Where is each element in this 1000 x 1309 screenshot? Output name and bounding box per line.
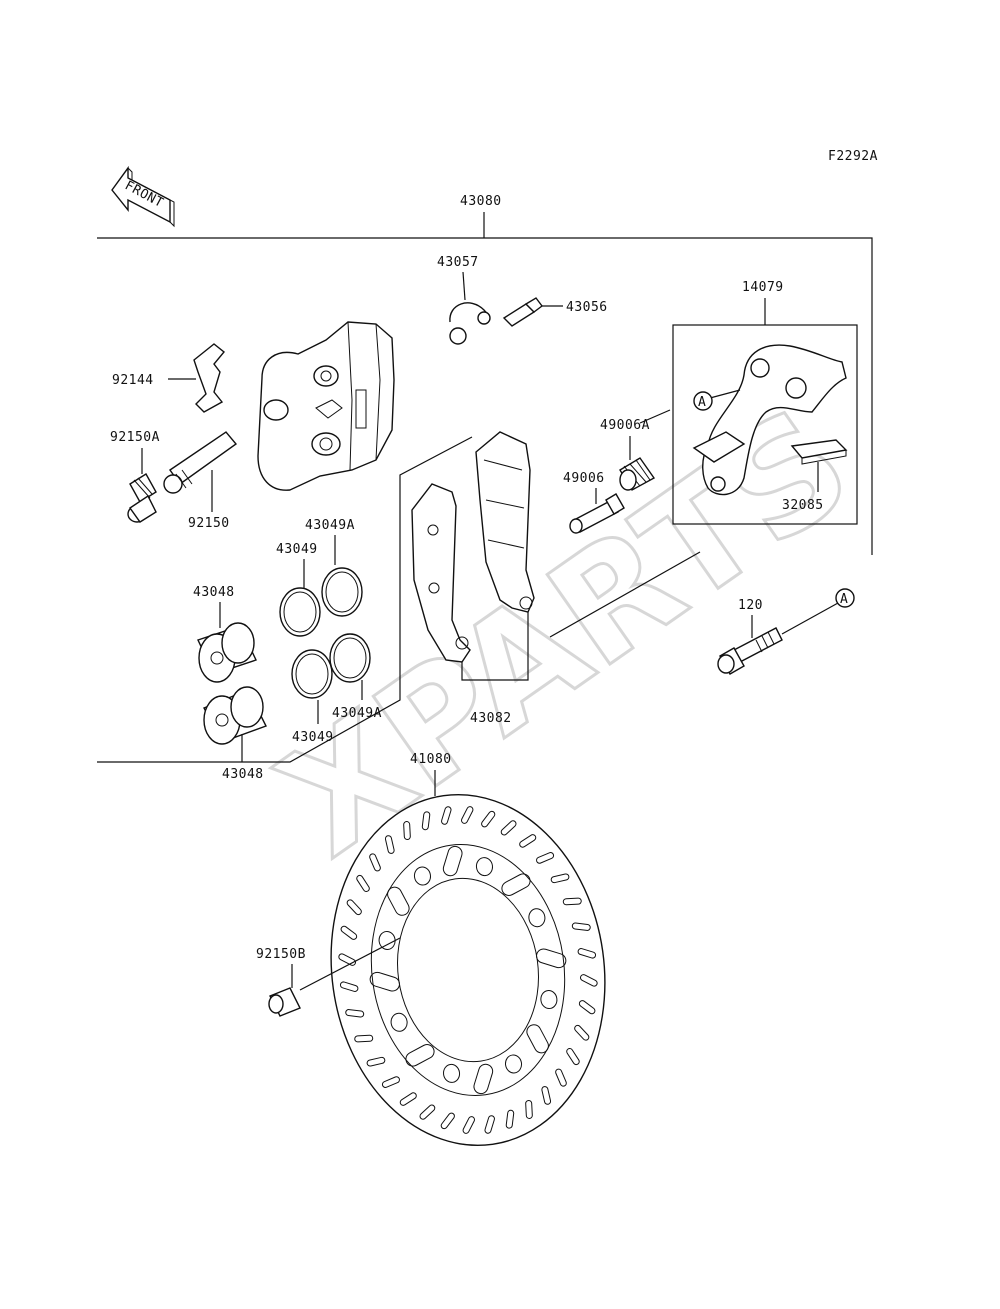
disc-slot bbox=[574, 1024, 590, 1041]
disc-slot bbox=[345, 1009, 365, 1018]
disc-bolt-hole bbox=[413, 866, 431, 886]
disc-slot bbox=[526, 1024, 549, 1054]
label-41080: 41080 bbox=[410, 752, 452, 767]
label-92150A: 92150A bbox=[110, 430, 160, 445]
disc-slot bbox=[460, 806, 474, 824]
part-92150-pin: 92150 bbox=[163, 431, 238, 531]
label-92150: 92150 bbox=[188, 516, 230, 531]
disc-slot bbox=[441, 806, 452, 825]
part-43049-seals: 43049A 43049 43049A 43049 bbox=[276, 518, 382, 745]
part-49006-pin: 49006 bbox=[563, 471, 625, 534]
part-43057-clip: 43057 bbox=[437, 255, 491, 345]
disc-bolt-hole bbox=[443, 1063, 461, 1083]
label-49006: 49006 bbox=[563, 471, 605, 486]
disc-slot bbox=[369, 853, 381, 872]
disc-slot bbox=[571, 922, 591, 931]
disc-slot bbox=[384, 835, 395, 854]
front-arrow-icon: FRONT bbox=[111, 165, 175, 228]
label-14079: 14079 bbox=[742, 280, 784, 295]
label-92144: 92144 bbox=[112, 373, 154, 388]
label-43048-top: 43048 bbox=[193, 585, 235, 600]
part-32085-pad-spring: 32085 bbox=[782, 439, 848, 513]
part-41080-brake-disc: 41080 bbox=[330, 752, 606, 1147]
disc-slot bbox=[481, 810, 496, 828]
disc-slot bbox=[577, 948, 597, 959]
disc-slot bbox=[462, 1116, 476, 1134]
disc-slot bbox=[555, 1068, 567, 1087]
label-92150B: 92150B bbox=[256, 947, 306, 962]
part-49006A-boot: 49006A bbox=[600, 418, 656, 491]
part-43048-pistons: 43048 43048 bbox=[193, 585, 267, 782]
disc-slot bbox=[536, 852, 555, 864]
part-43056-bleeder: 43056 bbox=[502, 297, 608, 327]
disc-slot bbox=[356, 874, 370, 892]
disc-slot bbox=[501, 873, 531, 896]
disc-slot bbox=[440, 1112, 455, 1130]
disc-slot bbox=[346, 899, 362, 916]
caliper-body bbox=[257, 321, 395, 491]
disc-slot bbox=[550, 873, 570, 884]
label-43056: 43056 bbox=[566, 300, 608, 315]
disc-slot bbox=[387, 886, 410, 916]
disc-bolt-hole bbox=[505, 1054, 523, 1074]
disc-bolt-hole bbox=[378, 930, 396, 950]
disc-slot bbox=[562, 897, 582, 906]
disc-bolt-hole bbox=[540, 990, 558, 1010]
ref-marker-a-bracket: A bbox=[698, 395, 706, 410]
disc-slot bbox=[366, 1056, 386, 1067]
disc-slot bbox=[578, 1000, 596, 1015]
part-92150A-cap: 92150A bbox=[110, 430, 160, 523]
disc-slot bbox=[484, 1115, 495, 1134]
disc-bolt-hole bbox=[475, 857, 493, 877]
disc-slot bbox=[403, 821, 411, 841]
part-43082-brake-pads: 43082 bbox=[411, 431, 535, 726]
disc-slot bbox=[405, 1044, 435, 1067]
disc-slot bbox=[519, 834, 537, 848]
label-43080: 43080 bbox=[460, 194, 502, 209]
disc-vent-holes bbox=[338, 806, 598, 1134]
disc-slot bbox=[338, 953, 357, 966]
disc-slot bbox=[536, 948, 567, 969]
disc-slot bbox=[473, 1063, 494, 1095]
label-43057: 43057 bbox=[437, 255, 479, 270]
disc-slot bbox=[399, 1092, 417, 1106]
disc-slot bbox=[442, 845, 463, 877]
figure-code: F2292A bbox=[828, 149, 878, 164]
label-43049A-top: 43049A bbox=[305, 518, 355, 533]
disc-bolt-hole bbox=[528, 908, 546, 928]
label-43049A-bot: 43049A bbox=[332, 706, 382, 721]
part-92144-clip: 92144 bbox=[112, 343, 225, 413]
label-43049-bot: 43049 bbox=[292, 730, 334, 745]
disc-slot bbox=[500, 820, 517, 836]
disc-slot bbox=[339, 981, 359, 992]
part-14079-bracket: 14079 A bbox=[672, 280, 858, 525]
label-43082: 43082 bbox=[470, 711, 512, 726]
caliper-assembly-outline: 43080 bbox=[97, 194, 873, 763]
disc-slot bbox=[541, 1086, 552, 1105]
disc-bolt-hole bbox=[390, 1012, 408, 1032]
disc-slot bbox=[505, 1109, 515, 1129]
disc-slot bbox=[566, 1048, 580, 1066]
label-32085: 32085 bbox=[782, 498, 824, 513]
part-92150B-bolt: 92150B bbox=[256, 937, 401, 1017]
label-49006A: 49006A bbox=[600, 418, 650, 433]
disc-slot bbox=[579, 974, 598, 987]
label-43048-bot: 43048 bbox=[222, 767, 264, 782]
disc-slot bbox=[419, 1104, 436, 1120]
disc-slot bbox=[354, 1034, 374, 1043]
label-120: 120 bbox=[738, 598, 763, 613]
label-43049-top: 43049 bbox=[276, 542, 318, 557]
disc-slot bbox=[381, 1076, 400, 1088]
disc-slot bbox=[369, 971, 400, 992]
disc-slot bbox=[421, 811, 431, 831]
part-120-bolt: 120 A bbox=[717, 588, 855, 675]
disc-slot bbox=[340, 925, 358, 940]
ref-marker-a-bolt: A bbox=[840, 592, 848, 607]
disc-slot bbox=[525, 1099, 533, 1119]
